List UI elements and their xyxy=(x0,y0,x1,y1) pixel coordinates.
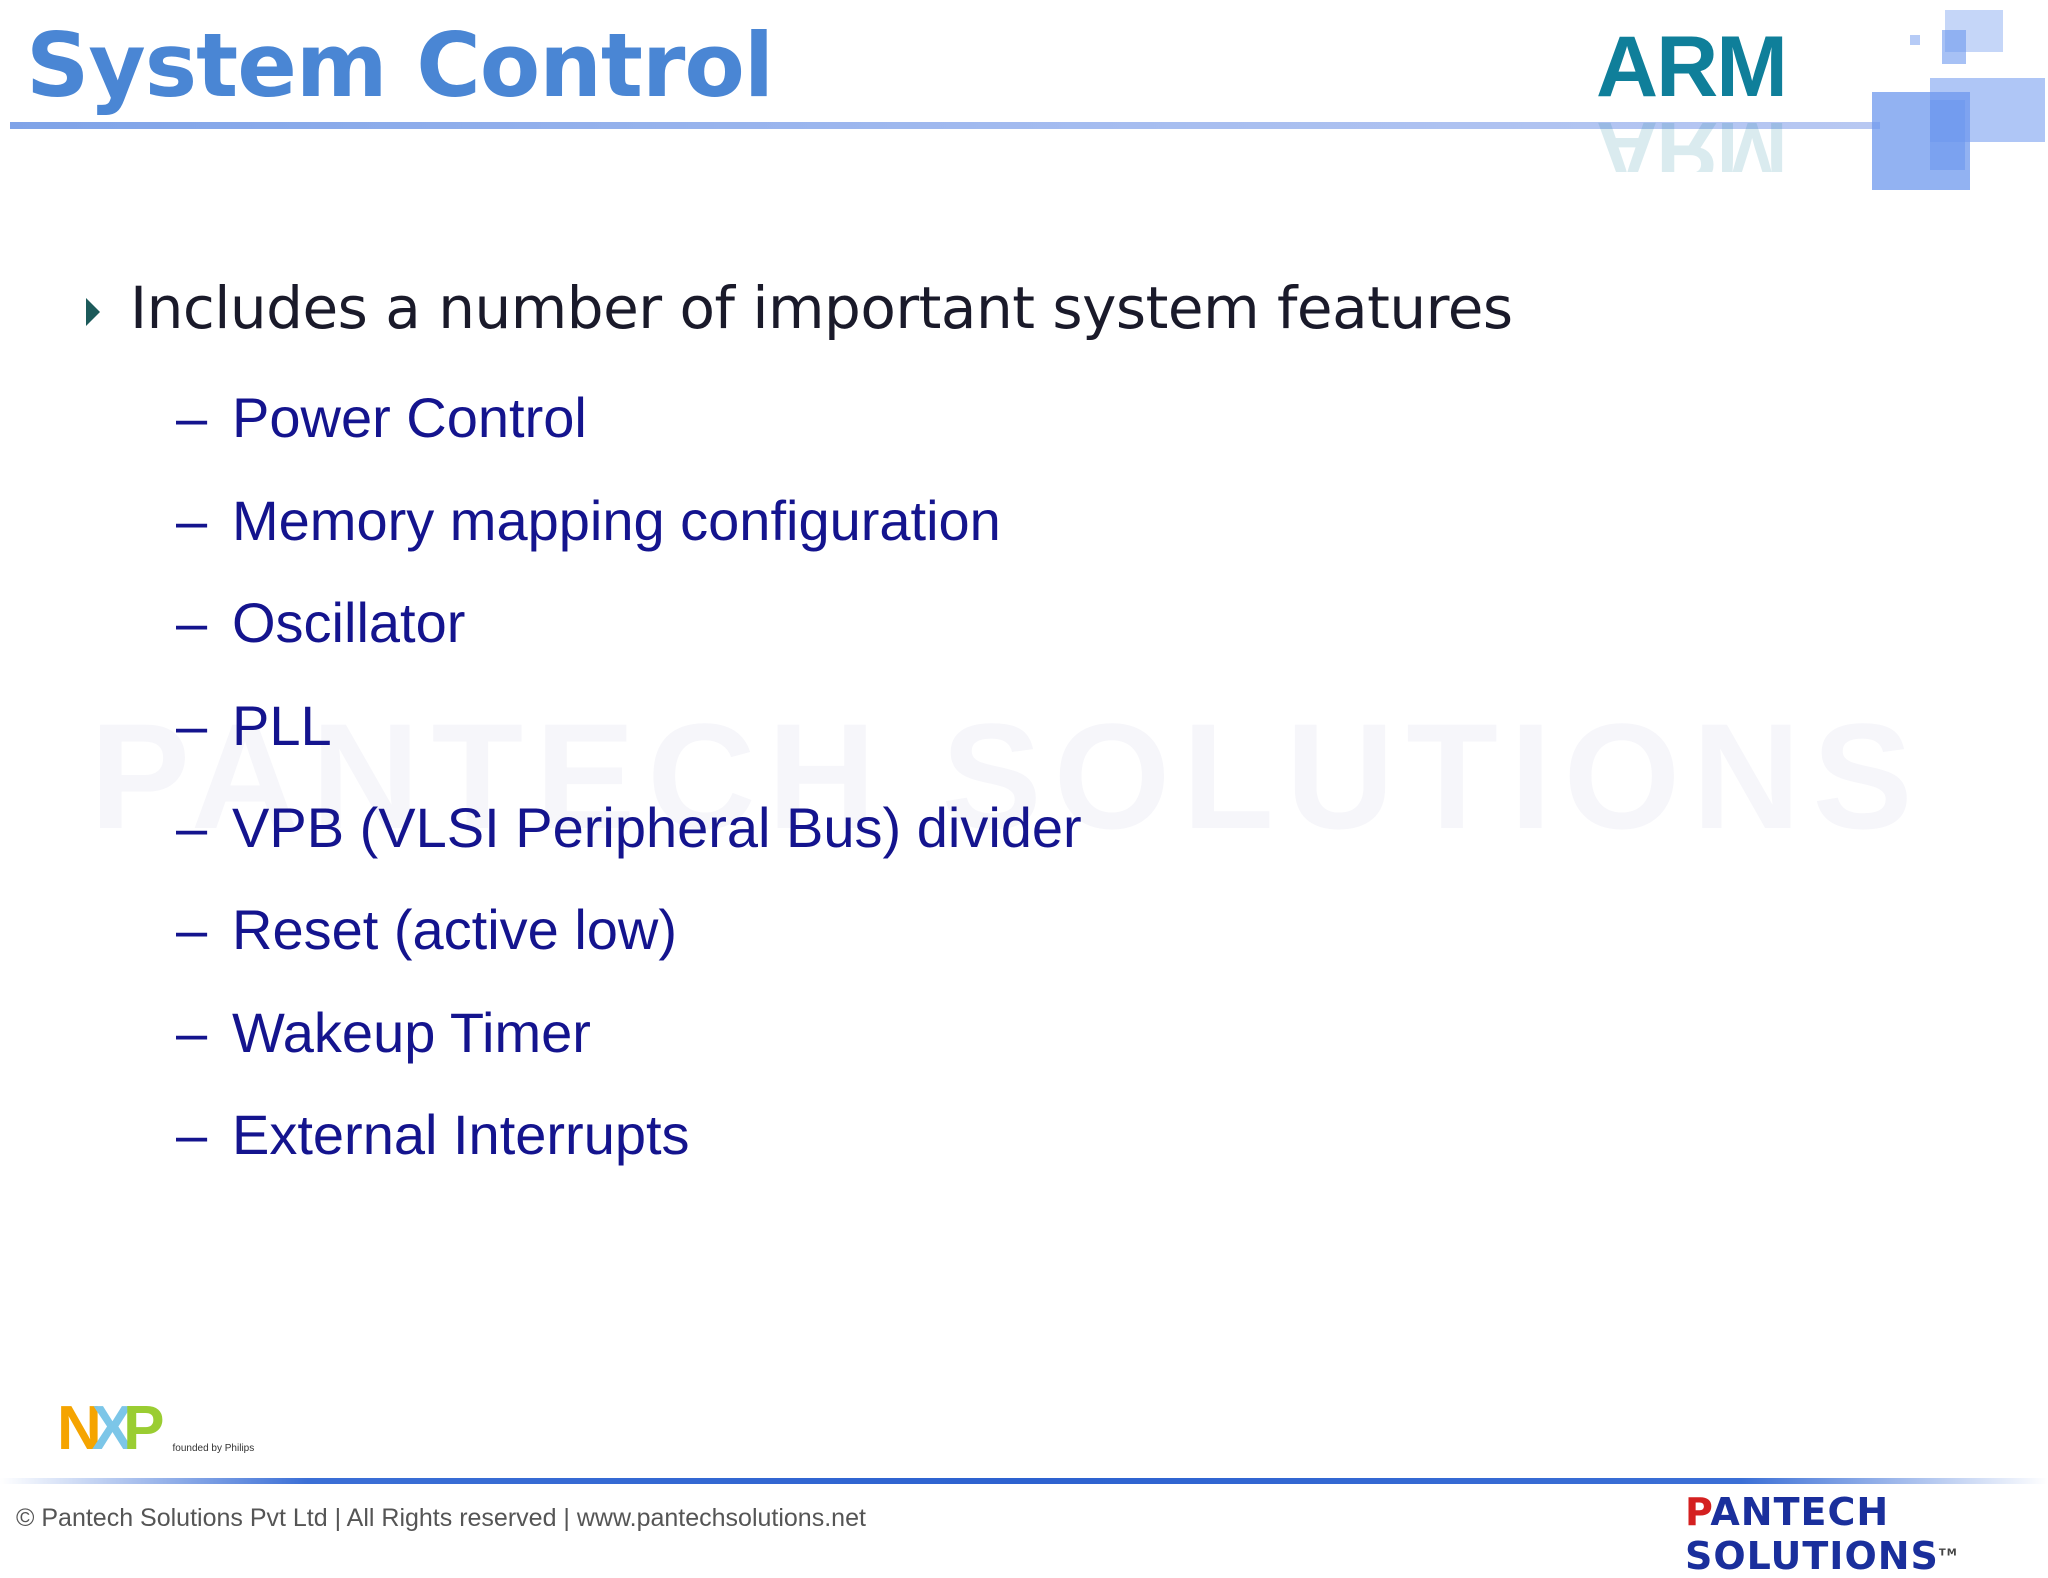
sub-item-label: Memory mapping configuration xyxy=(232,489,1001,552)
pantech-logo: PANTECH SOLUTIONSTM xyxy=(1685,1490,1958,1578)
sub-item-label: VPB (VLSI Peripheral Bus) divider xyxy=(232,796,1082,859)
sub-item: –PLL xyxy=(176,693,332,758)
footer-divider xyxy=(0,1478,2048,1484)
sub-item-label: Oscillator xyxy=(232,591,466,654)
sub-item: –Memory mapping configuration xyxy=(176,488,1001,553)
nxp-tagline: founded by Philips xyxy=(172,1443,255,1454)
dash-marker: – xyxy=(176,591,208,654)
sub-item-label: Reset (active low) xyxy=(232,898,678,961)
sub-item-label: PLL xyxy=(232,694,332,757)
dash-marker: – xyxy=(176,796,208,859)
dash-marker: – xyxy=(176,1103,208,1166)
dash-marker: – xyxy=(176,386,208,449)
slide-title: System Control xyxy=(26,14,774,117)
sub-item: –Power Control xyxy=(176,385,587,450)
footer-copyright: © Pantech Solutions Pvt Ltd | All Rights… xyxy=(16,1504,866,1532)
sub-item-label: Power Control xyxy=(232,386,587,449)
main-bullet: Includes a number of important system fe… xyxy=(130,274,1513,342)
arm-logo-text: ARM xyxy=(1596,19,1788,115)
sub-item-label: Wakeup Timer xyxy=(232,1001,591,1064)
dash-marker: – xyxy=(176,1001,208,1064)
dash-marker: – xyxy=(176,898,208,961)
arm-logo-reflection: ARM xyxy=(1596,112,1786,172)
sub-item: –Oscillator xyxy=(176,590,465,655)
watermark: PANTECH SOLUTIONS xyxy=(90,692,1925,860)
sub-item: –External Interrupts xyxy=(176,1102,690,1167)
dash-marker: – xyxy=(176,489,208,552)
sub-item: –Wakeup Timer xyxy=(176,1000,591,1065)
sub-item: –VPB (VLSI Peripheral Bus) divider xyxy=(176,795,1082,860)
header-divider xyxy=(10,122,1880,129)
sub-item-label: External Interrupts xyxy=(232,1103,690,1166)
bullet-arrow-icon xyxy=(86,298,100,326)
sub-item: –Reset (active low) xyxy=(176,897,677,962)
dash-marker: – xyxy=(176,694,208,757)
